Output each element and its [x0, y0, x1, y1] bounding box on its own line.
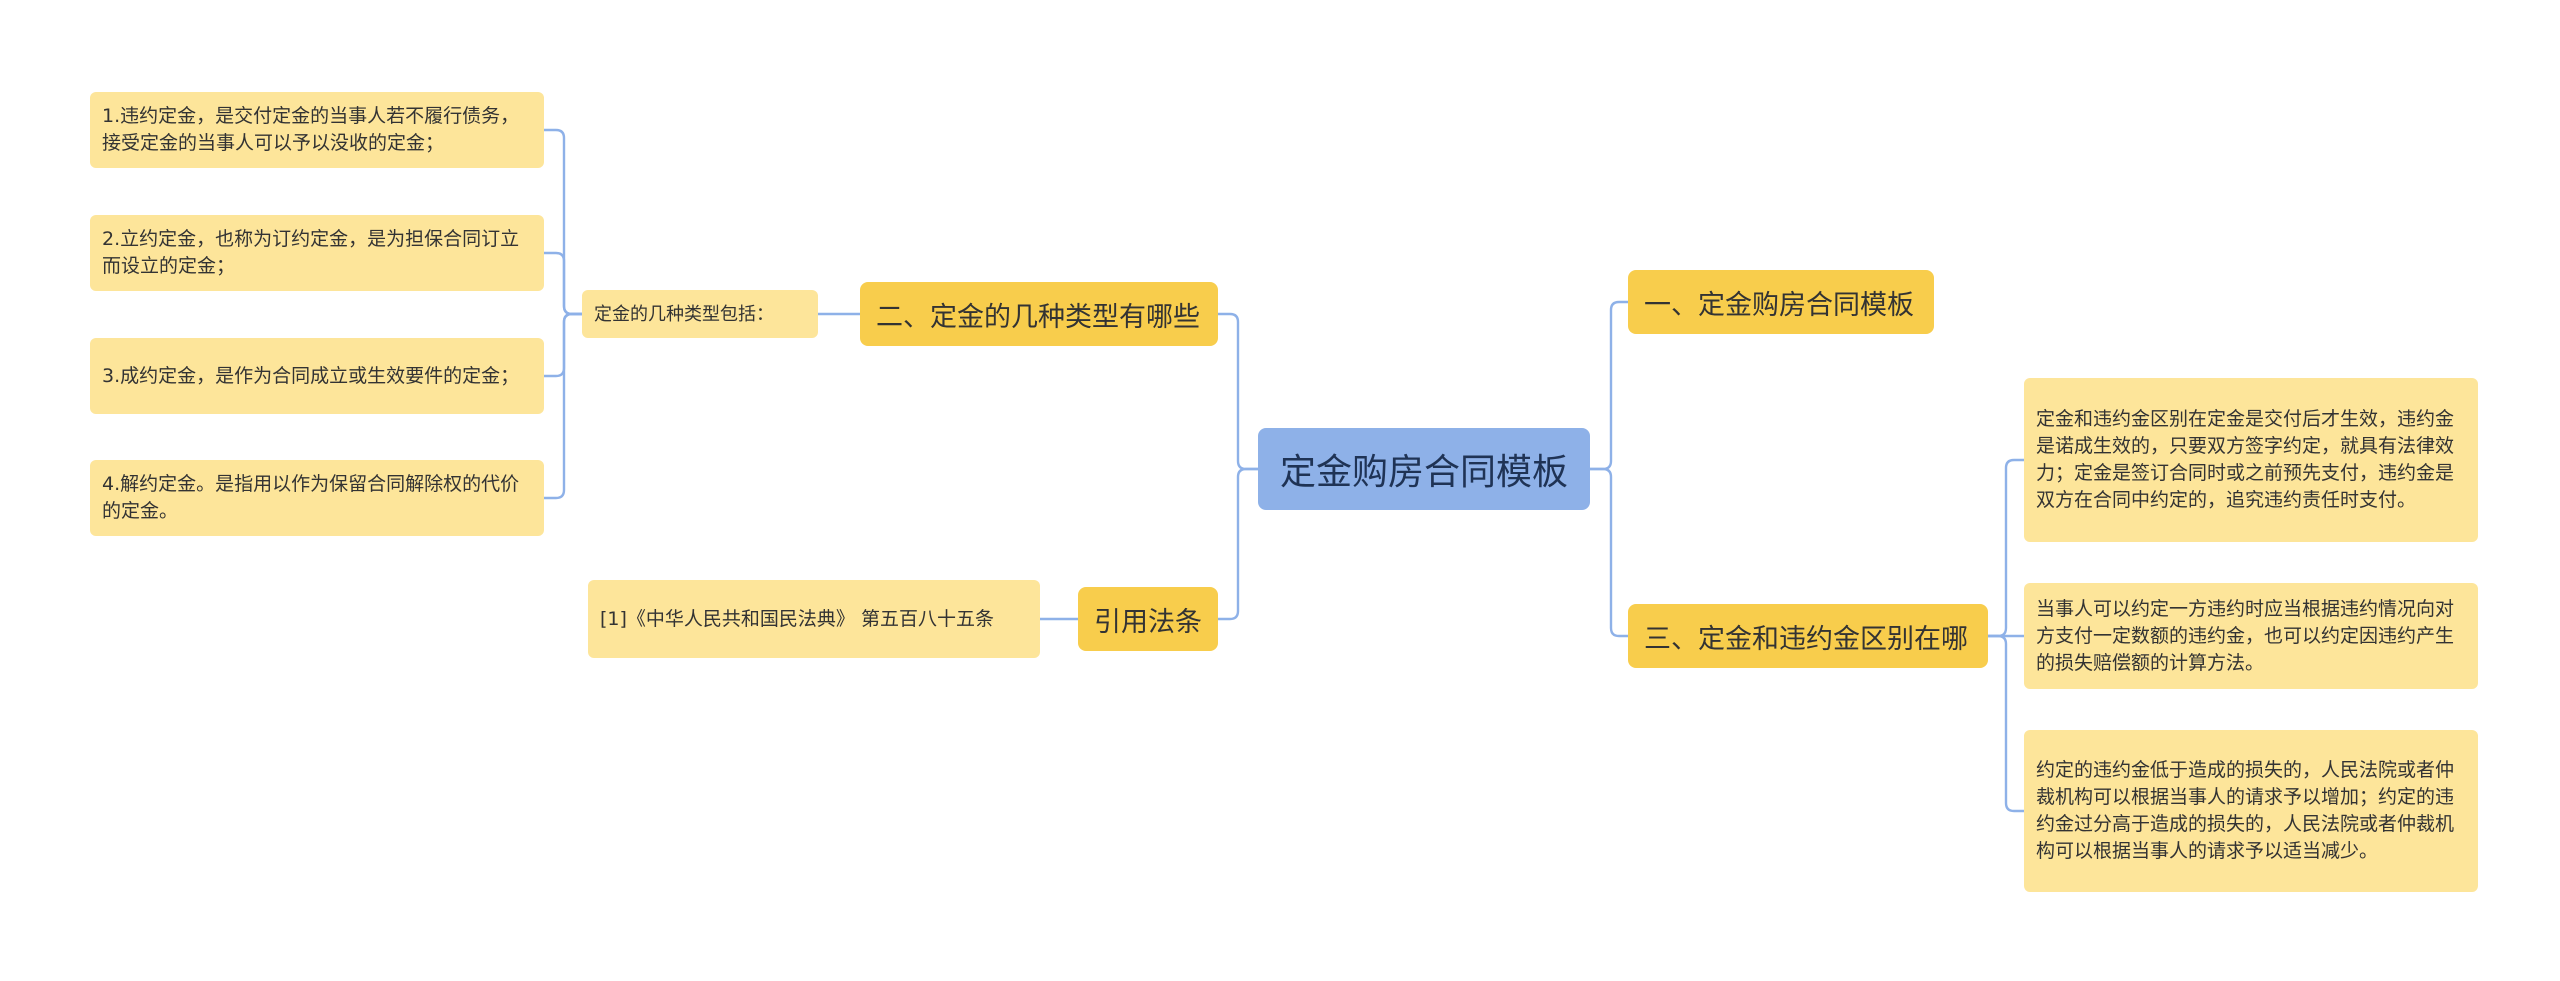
connector-b3-d1	[1988, 458, 2024, 638]
branch-contract-template[interactable]: 一、定金购房合同模板	[1628, 270, 1934, 334]
connector-root-b1	[1590, 300, 1628, 471]
deposit-type-item-1-text: 1.违约定金，是交付定金的当事人若不履行债务，接受定金的当事人可以予以没收的定金…	[102, 105, 520, 154]
branch-deposit-types[interactable]: 二、定金的几种类型有哪些	[860, 282, 1218, 346]
difference-item-2[interactable]: 当事人可以约定一方违约时应当根据违约情况向对方支付一定数额的违约金，也可以约定因…	[2024, 583, 2478, 689]
connector-b3-d3	[1988, 634, 2024, 813]
connector-root-b4	[1218, 467, 1258, 621]
deposit-type-item-3[interactable]: 3.成约定金，是作为合同成立或生效要件的定金；	[90, 338, 544, 414]
deposit-types-intro-label: 定金的几种类型包括：	[594, 303, 774, 325]
branch-deposit-types-label: 二、定金的几种类型有哪些	[876, 301, 1200, 333]
branch-contract-template-label: 一、定金购房合同模板	[1644, 289, 1914, 321]
connector-root-b2	[1218, 312, 1258, 471]
difference-item-2-text: 当事人可以约定一方违约时应当根据违约情况向对方支付一定数额的违约金，也可以约定因…	[2036, 597, 2455, 674]
deposit-types-intro[interactable]: 定金的几种类型包括：	[582, 290, 818, 338]
branch-cited-law[interactable]: 引用法条	[1078, 587, 1218, 651]
difference-item-3[interactable]: 约定的违约金低于造成的损失的，人民法院或者仲裁机构可以根据当事人的请求予以增加；…	[2024, 730, 2478, 892]
branch-deposit-vs-penalty[interactable]: 三、定金和违约金区别在哪	[1628, 604, 1988, 668]
deposit-type-item-4[interactable]: 4.解约定金。是指用以作为保留合同解除权的代价的定金。	[90, 460, 544, 536]
deposit-type-item-1[interactable]: 1.违约定金，是交付定金的当事人若不履行债务，接受定金的当事人可以予以没收的定金…	[90, 92, 544, 168]
cited-law-reference[interactable]: [1]《中华人民共和国民法典》 第五百八十五条	[588, 580, 1040, 658]
connector-types-4	[544, 312, 582, 500]
connector-types-2	[544, 251, 582, 316]
branch-deposit-vs-penalty-label: 三、定金和违约金区别在哪	[1644, 623, 1968, 655]
difference-item-1-text: 定金和违约金区别在定金是交付后才生效，违约金是诺成生效的，只要双方签字约定，就具…	[2036, 408, 2455, 511]
deposit-type-item-4-text: 4.解约定金。是指用以作为保留合同解除权的代价的定金。	[102, 473, 520, 522]
branch-cited-law-label: 引用法条	[1094, 606, 1202, 638]
difference-item-1[interactable]: 定金和违约金区别在定金是交付后才生效，违约金是诺成生效的，只要双方签字约定，就具…	[2024, 378, 2478, 542]
root-topic-label: 定金购房合同模板	[1279, 452, 1568, 493]
deposit-type-item-3-text: 3.成约定金，是作为合同成立或生效要件的定金；	[102, 364, 520, 387]
difference-item-3-text: 约定的违约金低于造成的损失的，人民法院或者仲裁机构可以根据当事人的请求予以增加；…	[2036, 759, 2455, 862]
root-topic[interactable]: 定金购房合同模板	[1258, 428, 1590, 510]
deposit-type-item-2[interactable]: 2.立约定金，也称为订约定金，是为担保合同订立而设立的定金；	[90, 215, 544, 291]
cited-law-reference-text: [1]《中华人民共和国民法典》 第五百八十五条	[600, 607, 994, 630]
connector-root-b3	[1590, 467, 1628, 638]
deposit-type-item-2-text: 2.立约定金，也称为订约定金，是为担保合同订立而设立的定金；	[102, 228, 520, 277]
